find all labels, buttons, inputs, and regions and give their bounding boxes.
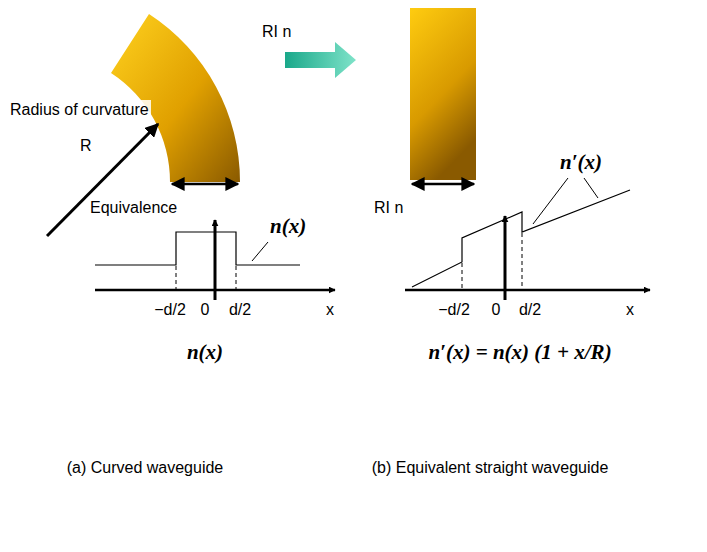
equivalence-arrow <box>285 42 356 78</box>
axis-tick: d/2 <box>229 300 251 319</box>
dimension-label: Radius of curvature <box>8 100 151 119</box>
index-profile-b <box>405 178 650 300</box>
width-arrow <box>172 183 238 186</box>
caption: (a) Curved waveguide <box>67 458 224 477</box>
axis-label: x <box>626 300 634 319</box>
axis-tick: −d/2 <box>154 300 186 319</box>
axis-tick: 0 <box>492 300 501 319</box>
axis-tick: −d/2 <box>438 300 470 319</box>
caption: (b) Equivalent straight waveguide <box>372 458 609 477</box>
material-label: Equivalence <box>90 198 177 217</box>
straight-waveguide <box>410 8 476 180</box>
formula: n(x) <box>187 340 223 365</box>
axis-tick: d/2 <box>519 300 541 319</box>
axis-label: x <box>326 300 334 319</box>
curve-label: n(x) <box>270 214 306 239</box>
formula: n′(x) = n(x) (1 + x/R) <box>428 340 611 365</box>
axis-tick: 0 <box>201 300 210 319</box>
curved-waveguide <box>111 14 240 182</box>
arrow-label: RI n <box>262 22 291 41</box>
material-label: RI n <box>374 198 403 217</box>
curve-label: n′(x) <box>560 150 602 175</box>
width-arrow <box>412 183 474 186</box>
radius-arrow <box>47 124 158 236</box>
dimension-label: R <box>80 136 92 155</box>
